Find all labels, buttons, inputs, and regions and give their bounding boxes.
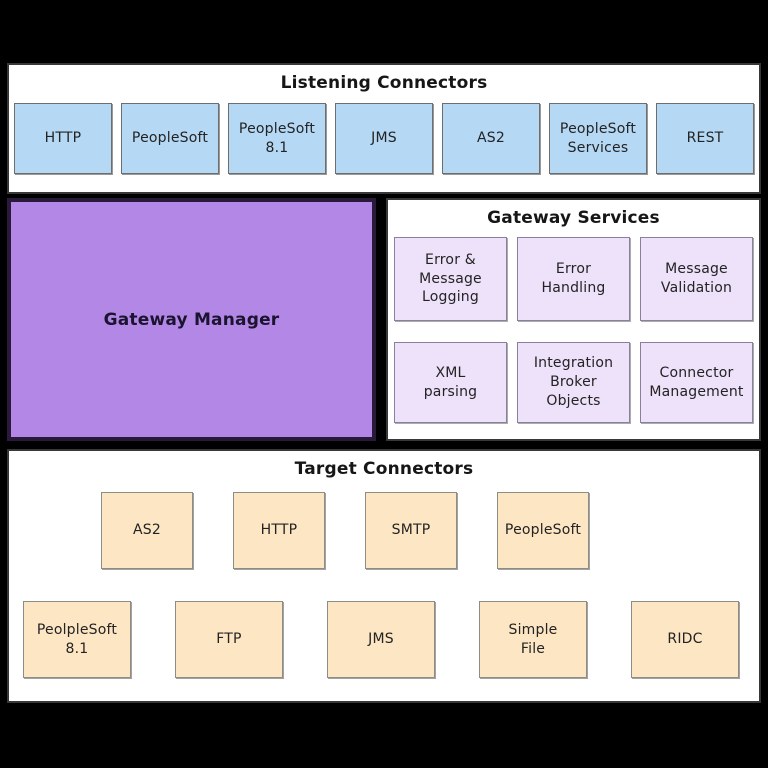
service-box: Integration Broker Objects [517, 342, 630, 423]
service-box: Error & Message Logging [394, 237, 507, 321]
target-connector-box: Simple File [479, 601, 587, 678]
target-connector-box: HTTP [233, 492, 325, 569]
gateway-services-panel: Gateway Services Error & Message Logging… [386, 198, 761, 441]
service-box: Message Validation [640, 237, 753, 321]
gateway-services-title: Gateway Services [487, 208, 660, 228]
target-connector-box: PeolpleSoft 8.1 [23, 601, 131, 678]
gateway-manager-label: Gateway Manager [103, 309, 280, 330]
service-box: XML parsing [394, 342, 507, 423]
target-connector-box: FTP [175, 601, 283, 678]
target-connector-box: SMTP [365, 492, 457, 569]
gateway-manager-panel: Gateway Manager [7, 198, 376, 441]
target-connector-box: JMS [327, 601, 435, 678]
target-connector-box: AS2 [101, 492, 193, 569]
target-connectors-title: Target Connectors [294, 459, 474, 479]
listening-connectors-title: Listening Connectors [280, 73, 488, 93]
listening-connector-box: JMS [335, 103, 433, 174]
listening-connector-box: REST [656, 103, 754, 174]
target-connector-box: RIDC [631, 601, 739, 678]
listening-connector-box: PeopleSoft [121, 103, 219, 174]
service-box: Error Handling [517, 237, 630, 321]
service-box: Connector Management [640, 342, 753, 423]
target-connector-box: PeopleSoft [497, 492, 589, 569]
listening-connector-box: PeopleSoft Services [549, 103, 647, 174]
listening-connector-box: PeopleSoft 8.1 [228, 103, 326, 174]
target-connectors-row-1: AS2 HTTP SMTP PeopleSoft [9, 492, 759, 569]
listening-connector-box: AS2 [442, 103, 540, 174]
listening-connector-box: HTTP [14, 103, 112, 174]
target-connectors-row-2: PeolpleSoft 8.1 FTP JMS Simple File RIDC [9, 601, 759, 678]
